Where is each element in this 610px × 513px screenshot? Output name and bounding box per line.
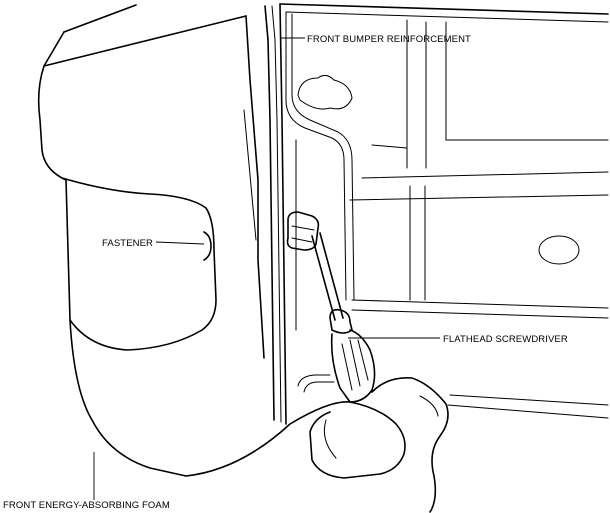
- label-screwdriver: FLATHEAD SCREWDRIVER: [443, 334, 568, 345]
- bumper-reinforcement-face: [264, 3, 297, 425]
- label-fastener: FASTENER: [102, 238, 153, 249]
- callout-energy-foam: FRONT ENERGY-ABSORBING FOAM: [3, 452, 170, 511]
- label-energy-foam: FRONT ENERGY-ABSORBING FOAM: [3, 500, 170, 511]
- label-bumper-reinforcement: FRONT BUMPER REINFORCEMENT: [307, 34, 471, 45]
- callout-fastener: FASTENER: [102, 238, 205, 249]
- flathead-screwdriver: [286, 211, 376, 403]
- callout-screwdriver: FLATHEAD SCREWDRIVER: [348, 334, 568, 345]
- callout-bumper-reinforcement: FRONT BUMPER REINFORCEMENT: [280, 34, 471, 45]
- bumper-reinforcement-frame: [279, 3, 609, 419]
- energy-absorbing-foam: [37, 4, 265, 477]
- hand: [185, 376, 449, 513]
